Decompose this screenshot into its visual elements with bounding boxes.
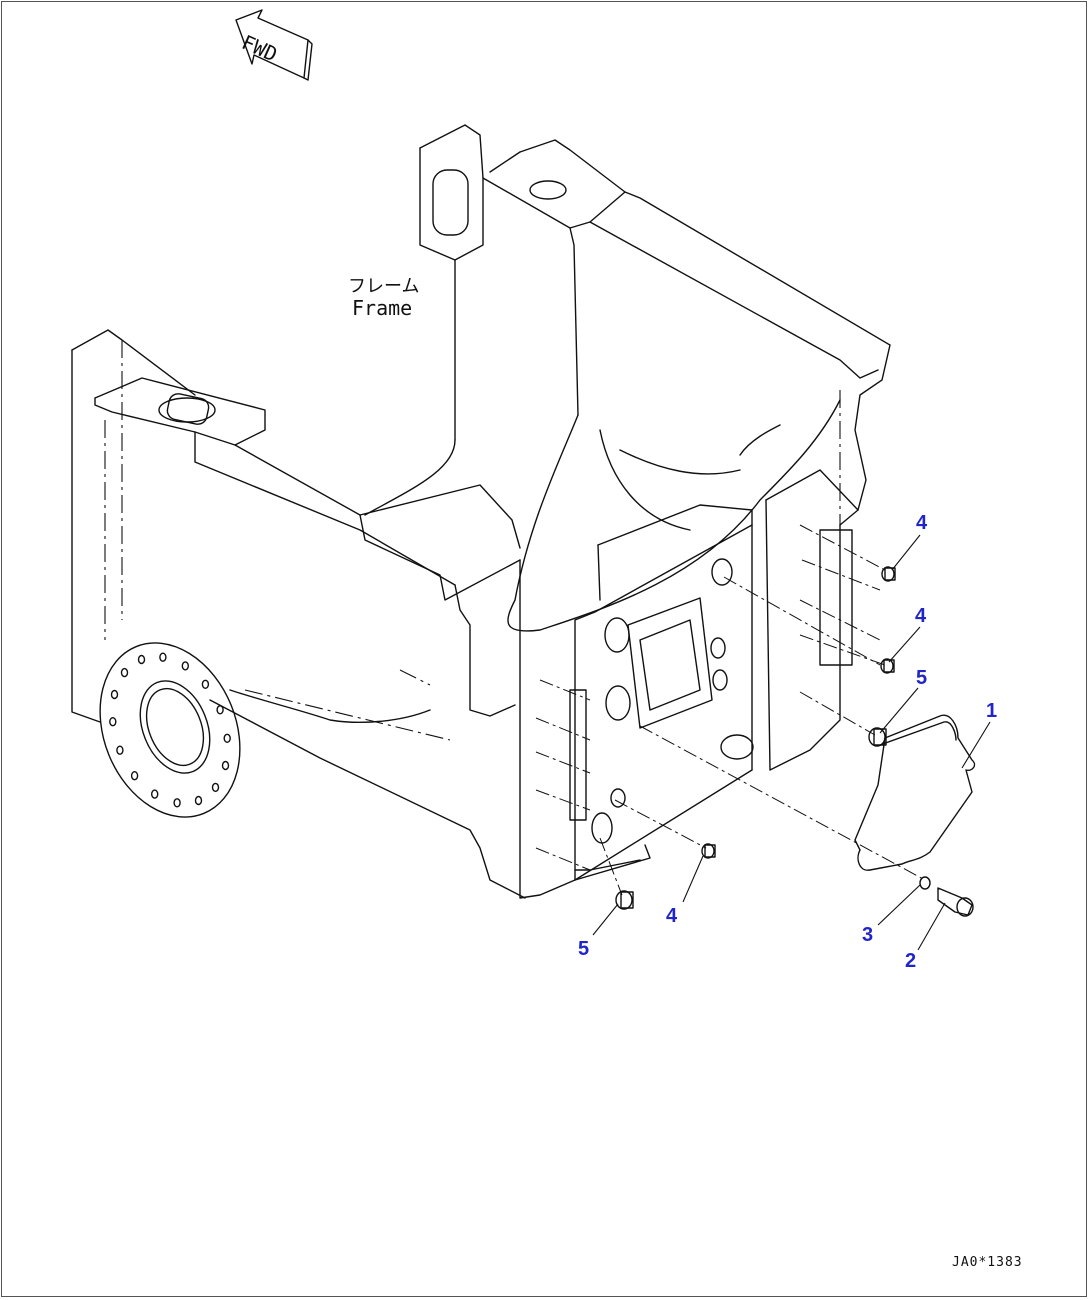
plug-4-middle — [880, 658, 895, 674]
callout-1: 1 — [986, 700, 998, 722]
hub-bolt-hole — [173, 798, 181, 808]
drawing-code: JA0*1383 — [952, 1255, 1023, 1270]
hub-bolt-hole — [137, 654, 146, 665]
hub-bolt-hole — [130, 771, 139, 781]
hub-bolt-hole — [116, 745, 124, 755]
plug-4-upper — [881, 566, 896, 582]
plug-5-left — [615, 890, 634, 910]
hub-bolt-hole — [110, 689, 119, 700]
hub-bolt-hole — [120, 667, 129, 678]
callout-4-upper: 4 — [916, 512, 928, 534]
frame-label-japanese: フレーム — [348, 276, 420, 297]
frame-center-plate — [519, 504, 853, 899]
callout-2: 2 — [905, 950, 917, 972]
hub-bolt-hole — [150, 789, 159, 799]
assembly-leader-lines — [535, 524, 926, 896]
washer — [919, 876, 931, 890]
callout-lines — [592, 534, 991, 951]
frame-rear-section — [364, 124, 891, 771]
frame-label-english: Frame — [352, 296, 413, 320]
hub-bolt-hole — [181, 661, 190, 671]
callout-3: 3 — [862, 924, 874, 946]
frame-front-section — [71, 329, 526, 899]
hub-bolt-hole — [211, 782, 220, 793]
plug-4-lower — [701, 843, 716, 859]
callout-4-middle: 4 — [915, 605, 927, 627]
cover-plate — [854, 714, 976, 871]
plug-5-right — [868, 727, 887, 747]
hub-bolt-hole — [221, 760, 230, 771]
hub-bolt-hole — [109, 717, 117, 727]
callout-5-right: 5 — [916, 667, 928, 689]
callout-4-lower: 4 — [666, 905, 678, 927]
hub-bolt-hole — [201, 679, 210, 689]
hub-bolt-hole — [194, 795, 203, 806]
parts — [615, 566, 976, 917]
hub-bolt-hole — [216, 705, 224, 715]
hub-bolt-hole — [159, 652, 167, 662]
hub-bolt-holes — [109, 652, 231, 808]
hub-bolt-hole — [223, 733, 231, 743]
callout-5-left: 5 — [578, 938, 590, 960]
fwd-arrow-icon — [235, 9, 313, 81]
bolt — [937, 887, 974, 917]
